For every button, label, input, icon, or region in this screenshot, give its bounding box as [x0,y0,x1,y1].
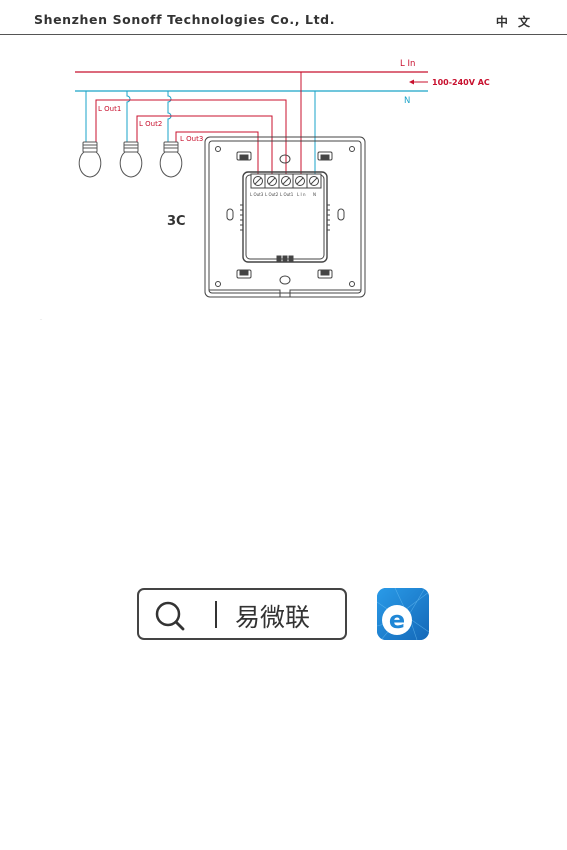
terminal-block [251,174,321,188]
app-search-box: 易微联 [137,588,347,640]
switch-back-plate [205,137,365,297]
bulb2-neutral-wire [127,91,130,144]
l-out2-label: L Out2 [139,120,162,128]
search-app-name: 易微联 [235,598,310,634]
line-in-label: L In [400,59,415,69]
app-icon-letter: e [389,606,405,634]
voltage-label: 100-240V AC [432,78,490,87]
terminal-l-out1: L Out1 [280,192,294,197]
l-out3-label: L Out3 [180,135,203,143]
search-divider [215,601,217,628]
wiring-diagram: L In N 100-240V AC L Out1 L Out2 L Out3 … [0,0,567,320]
ewelink-logo-icon: e [377,588,429,640]
ewelink-app-icon: e [377,588,429,640]
model-label: 3C [167,214,186,229]
neutral-label: N [404,96,410,106]
bulb-2-icon [120,142,142,177]
search-icon [153,599,187,633]
l-out1-label: L Out1 [98,105,121,113]
arrow-head-icon [409,80,414,85]
terminal-l-in: L I n [297,192,306,197]
terminal-n: N [313,192,316,197]
bulb-1-icon [79,142,101,177]
terminal-l-out2: L Out2 [265,192,279,197]
bulb3-neutral-wire [168,91,171,144]
bulb-3-icon [160,142,182,177]
terminal-l-out3: L Out3 [250,192,264,197]
